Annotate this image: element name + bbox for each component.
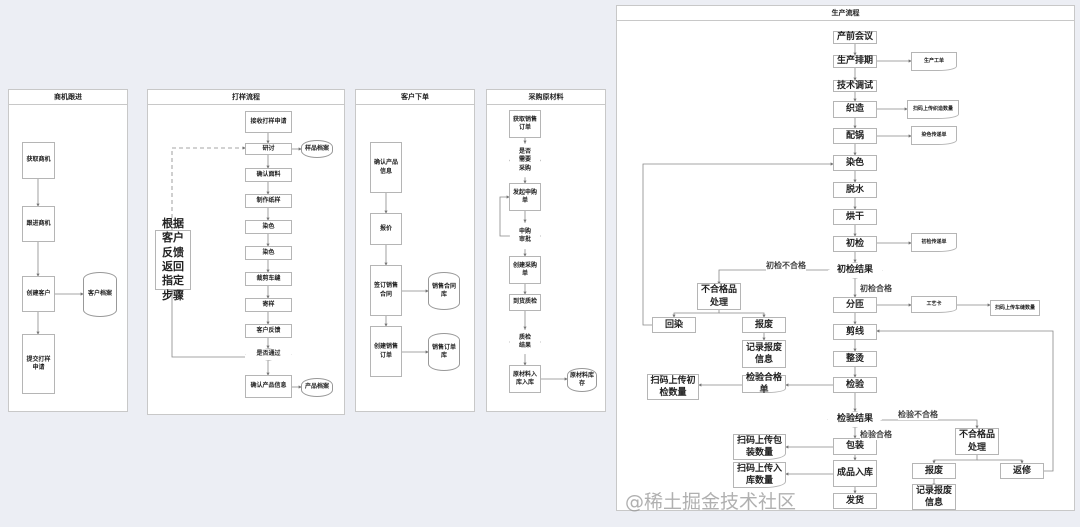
process-node[interactable]: 报废	[912, 463, 956, 479]
process-node[interactable]: 染色	[833, 155, 877, 171]
document-node[interactable]: 工艺卡	[911, 296, 957, 313]
process-node[interactable]: 包装	[833, 438, 877, 455]
process-node[interactable]: 寄样	[245, 298, 292, 312]
lane-title: 打样流程	[148, 90, 344, 105]
lane-title: 商机跟进	[9, 90, 127, 105]
document-node[interactable]: 检验合格单	[742, 373, 786, 395]
process-node[interactable]: 生产排期	[833, 55, 877, 68]
process-node[interactable]: 到货质检	[509, 294, 541, 311]
process-node[interactable]: 确认产品信息	[245, 375, 292, 398]
decision-node[interactable]: 质检结果	[509, 329, 541, 355]
document-node[interactable]: 扫码上传入库数量	[733, 462, 786, 488]
document-node[interactable]: 扫码上传织造数量	[907, 100, 959, 119]
decision-label: 申购审批	[518, 227, 531, 243]
database-node[interactable]: 产品档案	[301, 378, 333, 397]
decision-label: 检验结果	[836, 414, 873, 425]
decision-label: 是否通过	[256, 350, 281, 358]
process-node[interactable]: 接收打样申请	[245, 111, 292, 133]
database-node[interactable]: 销售订单库	[428, 333, 460, 371]
document-node[interactable]: 生产工单	[911, 52, 957, 71]
process-node[interactable]: 初检	[833, 236, 877, 252]
process-node[interactable]: 烘干	[833, 209, 877, 225]
process-node[interactable]: 创建客户	[22, 276, 55, 312]
feedback-note[interactable]: 根据客户反馈返回指定步骤	[155, 217, 191, 302]
lane-purchase: 采购原材料	[486, 89, 606, 412]
decision-node[interactable]: 初检结果	[827, 262, 883, 279]
process-node[interactable]: 报价	[370, 213, 402, 245]
process-node[interactable]: 获取销售订单	[509, 110, 541, 138]
process-node[interactable]: 剪线	[833, 324, 877, 340]
process-node[interactable]: 记录报废信息	[912, 484, 956, 510]
lane-title: 客户下单	[356, 90, 474, 105]
process-node[interactable]: 产前会议	[833, 31, 877, 44]
process-node[interactable]: 客户反馈	[245, 324, 292, 338]
process-node[interactable]: 确认产品信息	[370, 142, 402, 193]
database-node[interactable]: 原材料库存	[567, 368, 597, 392]
document-node[interactable]: 扫码上传车缝数量	[990, 300, 1040, 316]
process-node[interactable]: 整烫	[833, 351, 877, 367]
process-node[interactable]: 制作纸样	[245, 194, 292, 208]
edge-label: 初检不合格	[766, 260, 806, 271]
process-node[interactable]: 分匝	[833, 297, 877, 313]
process-node[interactable]: 创建销售订单	[370, 326, 402, 377]
document-node[interactable]: 染色传递单	[911, 126, 957, 145]
process-node[interactable]: 创建采购单	[509, 256, 541, 284]
decision-node[interactable]: 是否需要采购	[509, 143, 541, 178]
process-node[interactable]: 提交打样申请	[22, 334, 55, 394]
database-node[interactable]: 样品档案	[301, 140, 333, 158]
decision-node[interactable]: 是否通过	[245, 348, 292, 361]
edge-label: 检验不合格	[898, 409, 938, 420]
process-node[interactable]: 发货	[833, 493, 877, 509]
database-node[interactable]: 销售合同库	[428, 272, 460, 310]
document-node[interactable]: 扫码上传初检数量	[647, 374, 699, 400]
process-node[interactable]: 配锅	[833, 128, 877, 144]
process-node[interactable]: 成品入库	[833, 460, 877, 487]
process-node[interactable]: 记录报废信息	[742, 340, 786, 368]
edge-label: 检验合格	[860, 429, 892, 440]
decision-label: 初检结果	[836, 265, 873, 276]
document-node[interactable]: 初检传递单	[911, 233, 957, 252]
process-node[interactable]: 技术调试	[833, 80, 877, 92]
decision-node[interactable]: 申购审批	[509, 222, 541, 250]
lane-title: 生产流程	[617, 6, 1074, 21]
process-node[interactable]: 获取商机	[22, 142, 55, 179]
lane-title: 采购原材料	[487, 90, 605, 105]
process-node[interactable]: 原材料入库入库	[509, 365, 541, 393]
process-node[interactable]: 确认面料	[245, 168, 292, 182]
decision-label: 质检结果	[518, 333, 531, 349]
process-node[interactable]: 签订销售合同	[370, 265, 402, 316]
process-node[interactable]: 检验	[833, 377, 877, 393]
process-node[interactable]: 不合格品处理	[955, 428, 999, 455]
process-node[interactable]: 研讨	[245, 143, 292, 155]
process-node[interactable]: 跟进商机	[22, 206, 55, 242]
database-node[interactable]: 客户档案	[83, 272, 117, 317]
process-node[interactable]: 裁剪车缝	[245, 272, 292, 286]
process-node[interactable]: 发起申购单	[509, 183, 541, 211]
process-node[interactable]: 脱水	[833, 182, 877, 198]
process-node[interactable]: 染色	[245, 246, 292, 260]
process-node[interactable]: 染色	[245, 220, 292, 234]
document-node[interactable]: 扫码上传包装数量	[733, 434, 786, 460]
decision-label: 是否需要采购	[518, 148, 531, 172]
watermark: @稀土掘金技术社区	[625, 491, 797, 513]
process-node[interactable]: 回染	[652, 317, 696, 333]
process-node[interactable]: 织造	[833, 101, 877, 118]
edge-label: 初检合格	[860, 283, 892, 294]
decision-node[interactable]: 检验结果	[827, 411, 883, 428]
process-node[interactable]: 不合格品处理	[697, 283, 741, 310]
process-node[interactable]: 返修	[1000, 463, 1044, 479]
process-node[interactable]: 报废	[742, 317, 786, 333]
